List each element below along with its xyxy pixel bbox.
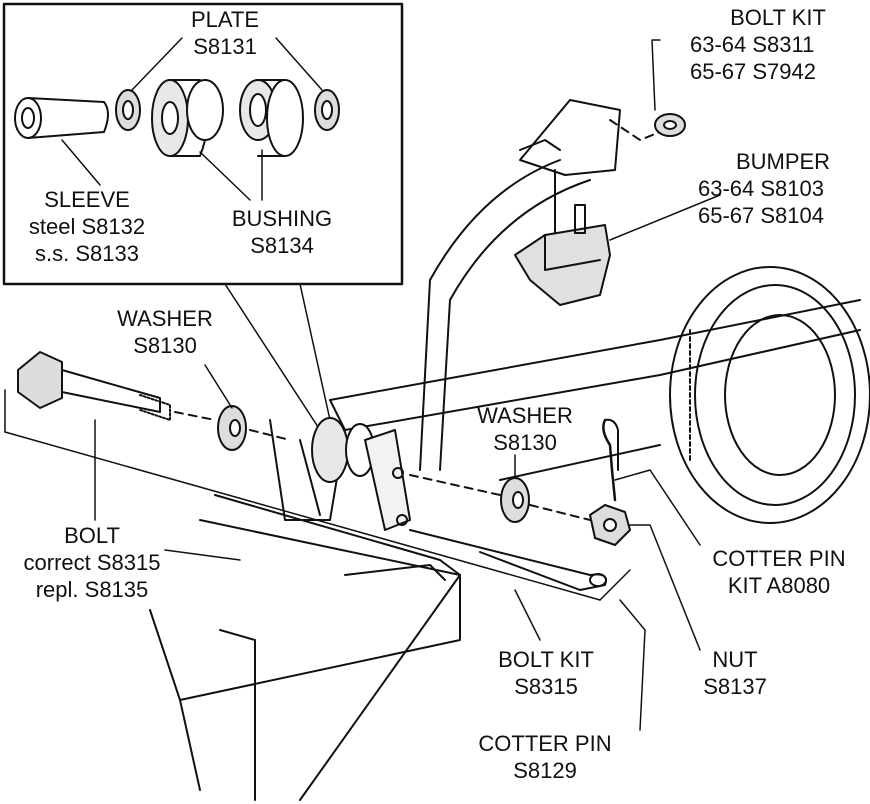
- label-sleeve-line2: s.s. S8133: [35, 241, 139, 266]
- label-bolt: BOLT correct S8315 repl. S8135: [2, 522, 182, 603]
- plate-part-left: [115, 89, 141, 131]
- label-sleeve: SLEEVE steel S8132 s.s. S8133: [12, 186, 162, 267]
- label-cotter-pin-name: COTTER PIN: [478, 731, 612, 756]
- label-plate-name: PLATE: [190, 7, 260, 32]
- bumper-part: [514, 204, 611, 306]
- label-bolt-name: BOLT: [64, 523, 120, 548]
- label-bumper-line1: 63-64 S8103: [698, 176, 824, 201]
- label-cotter-pin-part: S8129: [513, 758, 577, 783]
- washer-part-left: [217, 405, 291, 451]
- inset-leader-lines: [61, 37, 323, 201]
- label-cotter-pin: COTTER PIN S8129: [455, 730, 635, 784]
- label-bolt-line1: correct S8315: [23, 550, 161, 575]
- sleeve-part: [14, 97, 109, 139]
- leader-lines: [94, 39, 721, 731]
- label-bolt-kit-top-name: BOLT KIT: [730, 5, 826, 30]
- label-bolt-kit-top-line1: 63-64 S8311: [690, 32, 815, 57]
- label-bushing-part: S8134: [250, 233, 314, 258]
- cotter-pin-part: [409, 529, 607, 591]
- label-bolt-kit-bottom-part: S8315: [514, 674, 578, 699]
- inset-connector: [224, 283, 331, 431]
- label-nut-name: NUT: [712, 647, 758, 672]
- label-sleeve-line1: steel S8132: [28, 214, 146, 239]
- label-sleeve-name: SLEEVE: [44, 187, 130, 212]
- label-bolt-kit-top: BOLT KIT 63-64 S8311 65-67 S7942: [690, 4, 866, 85]
- label-bushing-name: BUSHING: [231, 206, 333, 231]
- label-cotter-pin-kit-line2: KIT A8080: [727, 573, 831, 598]
- label-washer-left-name: WASHER: [117, 306, 213, 331]
- label-bolt-kit-top-line2: 65-67 S7942: [690, 59, 816, 84]
- label-washer-left-part: S8130: [133, 333, 197, 358]
- label-washer-left: WASHER S8130: [95, 305, 235, 359]
- bolt-part: [17, 351, 216, 421]
- label-bolt-kit-bottom-name: BOLT KIT: [498, 647, 594, 672]
- upper-bracket: [519, 99, 666, 246]
- frame-rail: [149, 494, 461, 801]
- bolt-kit-bracket: [4, 389, 631, 601]
- label-bolt-kit-bottom: BOLT KIT S8315: [476, 646, 616, 700]
- label-bolt-line2: repl. S8135: [35, 577, 149, 602]
- label-cotter-pin-kit-name: COTTER PIN: [712, 546, 846, 571]
- cotter-pin-kit-part: [602, 418, 619, 502]
- bolt-kit-nut-top: [654, 113, 686, 137]
- bushing-part-left: [151, 79, 224, 157]
- label-plate: PLATE S8131: [170, 6, 280, 60]
- nut-part: [589, 504, 631, 546]
- washer-part-right: [409, 474, 591, 523]
- brake-drum: [669, 266, 870, 524]
- label-bumper-name: BUMPER: [735, 149, 831, 174]
- label-plate-part: S8131: [193, 34, 257, 59]
- label-bumper: BUMPER 63-64 S8103 65-67 S8104: [698, 148, 868, 229]
- label-bushing: BUSHING S8134: [212, 205, 352, 259]
- bushing-assembly: [311, 417, 411, 531]
- label-washer-right-part: S8130: [493, 430, 557, 455]
- label-washer-right: WASHER S8130: [455, 402, 595, 456]
- label-cotter-pin-kit: COTTER PIN KIT A8080: [690, 545, 868, 599]
- bushing-part-right: [239, 79, 304, 157]
- label-nut-part: S8137: [703, 674, 767, 699]
- label-washer-right-name: WASHER: [477, 403, 573, 428]
- label-bumper-line2: 65-67 S8104: [698, 203, 824, 228]
- plate-part-right: [314, 89, 340, 131]
- label-nut: NUT S8137: [680, 646, 790, 700]
- control-arm: [269, 159, 861, 521]
- inset-frame: [2, 2, 404, 286]
